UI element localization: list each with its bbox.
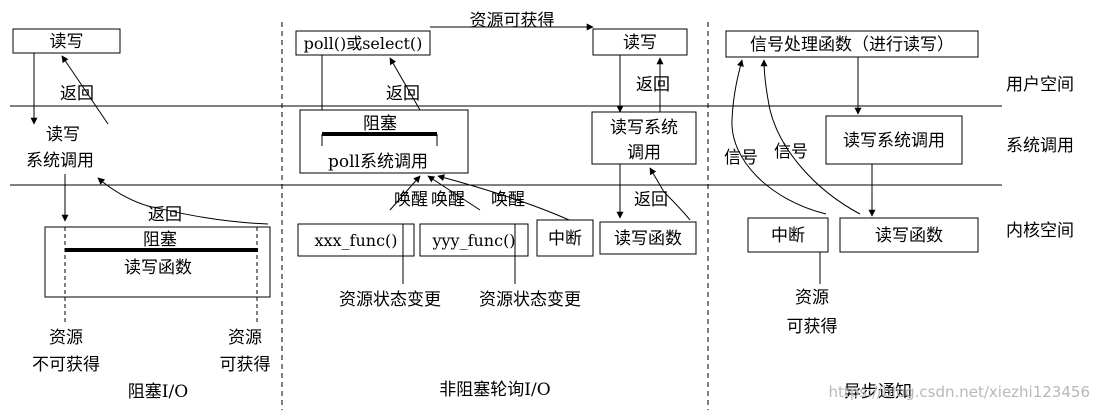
blocking-read-write-box [12,28,121,54]
async-rw-syscall-box [825,115,963,165]
polling-xxx-func-box [297,223,415,257]
async-section: 信号处理函数（进行读写） 读写系统调用 中断 读写函数 信号 信号 资源 可获得… [724,30,979,402]
async-caption: 异步通知 [844,382,912,402]
polling-yyy-func-box [419,223,529,257]
polling-resource-available-label: 资源可获得 [470,11,555,31]
polling-poll-label: poll()或select() [304,34,423,53]
blocking-available-line2: 可获得 [220,355,271,375]
polling-state-change-label-2: 资源状态变更 [479,290,581,310]
async-signal-label-right: 信号 [774,142,808,162]
polling-return-arrow-left [389,57,421,111]
blocking-return-label-lower: 返回 [148,205,182,225]
polling-rw-syscall-label2: 调用 [627,143,661,163]
blocking-kernel-label1: 阻塞 [143,230,177,250]
async-interrupt-box [747,217,829,253]
async-resource-label2: 可获得 [787,317,838,337]
polling-wake-label-3: 唤醒 [491,190,525,210]
polling-wake-arrow-2 [427,175,481,211]
polling-return-label-left: 返回 [386,84,420,104]
polling-rw-kernel-return-arrow [649,167,691,221]
blocking-return-label-upper: 返回 [60,84,94,104]
polling-poll-syscall-label2: poll系统调用 [328,152,428,172]
layer-label-user-space: 用户空间 [1006,75,1074,95]
blocking-unavailable-line1: 资源 [49,328,83,348]
polling-poll-box [295,30,431,56]
layer-label-syscall: 系统调用 [1006,136,1074,156]
blocking-kernel-box [44,226,271,298]
blocking-read-write-label: 读写 [50,32,84,52]
polling-rw-func-box [599,221,697,255]
async-signal-arrow-left [731,59,827,215]
blocking-caption: 阻塞I/O [128,382,188,402]
blocking-io-section: 读写 返回 读写 系统调用 返回 阻塞 读写函数 资源 不可获得 资源 可获得 … [12,28,271,402]
blocking-kernel-label2: 读写函数 [124,258,192,278]
async-rw-func-box [839,217,979,253]
polling-read-write-box [592,28,688,56]
polling-interrupt-label: 中断 [548,229,582,249]
polling-rw-syscall-label1: 读写系统 [610,118,678,138]
blocking-return-arrow-upper [61,55,109,125]
polling-yyy-func-label: yyy_func() [431,231,515,250]
async-interrupt-label: 中断 [771,226,805,246]
polling-wake-label-2: 唤醒 [431,190,465,210]
async-handler-label: 信号处理函数（进行读写） [750,35,954,55]
polling-rw-func-label: 读写函数 [614,229,682,249]
blocking-syscall-line1: 读写 [46,125,80,145]
blocking-return-arrow-lower [97,177,269,225]
polling-wake-arrow-3 [437,174,581,226]
async-signal-arrow-right [760,59,861,215]
async-resource-label1: 资源 [795,288,829,308]
blocking-unavailable-line2: 不可获得 [32,355,100,375]
polling-poll-syscall-label1: 阻塞 [363,114,397,134]
polling-wake-arrow-1 [389,175,421,211]
polling-xxx-func-label: xxx_func() [314,231,397,250]
polling-poll-syscall-box [299,109,469,174]
async-rw-func-label: 读写函数 [875,226,943,246]
polling-io-section: 资源可获得 poll()或select() 读写 返回 阻塞 poll系统调用 … [295,11,697,400]
layer-label-kernel-space: 内核空间 [1006,221,1074,241]
polling-wake-label-1: 唤醒 [394,190,428,210]
polling-read-write-label: 读写 [623,33,657,53]
polling-rw-syscall-box [591,111,697,165]
watermark: https://blog.csdn.net/xiezhi123456 [828,383,1090,401]
blocking-syscall-line2: 系统调用 [26,151,94,171]
blocking-available-line1: 资源 [228,328,262,348]
polling-state-change-label-1: 资源状态变更 [339,290,441,310]
polling-return-label-right-lower: 返回 [634,190,668,210]
async-signal-label-left: 信号 [724,148,758,168]
async-rw-syscall-label: 读写系统调用 [843,131,945,151]
polling-caption: 非阻塞轮询I/O [439,380,550,400]
async-handler-box [725,30,979,58]
polling-interrupt-box [536,219,594,257]
polling-return-label-right-upper: 返回 [636,75,670,95]
